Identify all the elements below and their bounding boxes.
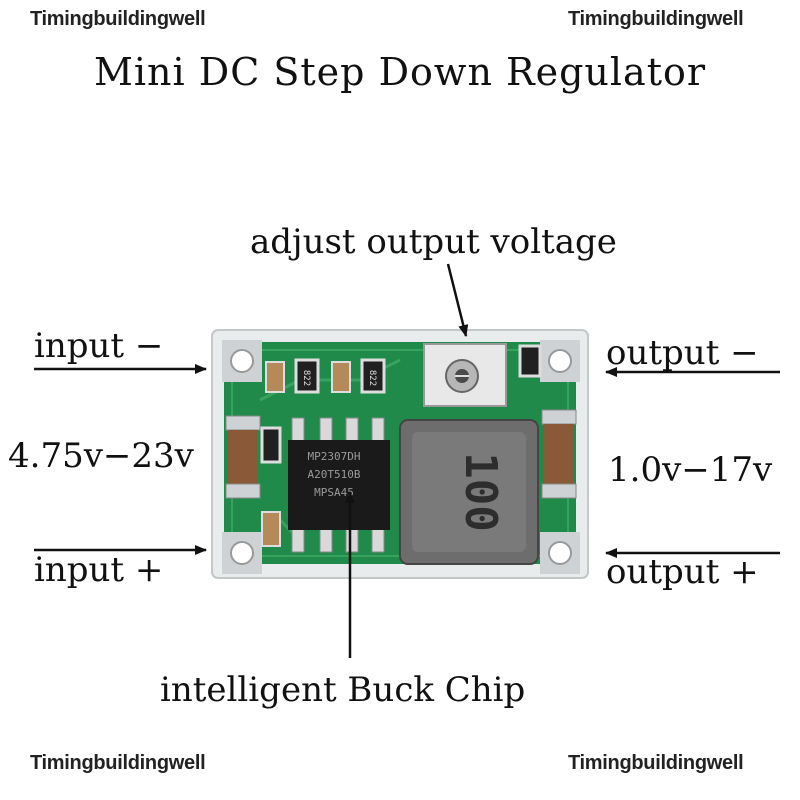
label-input-plus: input + <box>34 550 164 590</box>
inductor-code: 100 <box>455 452 506 531</box>
resistor-code-1: 822 <box>301 370 311 386</box>
label-output-minus: output − <box>606 333 759 373</box>
label-output-plus: output + <box>606 552 759 592</box>
chip-text-line-2: A20T510B <box>308 468 361 481</box>
buck-chip: MP2307DH A20T510B MPSA45 <box>288 417 390 553</box>
resistor-code-2: 822 <box>367 370 377 386</box>
smd-components: 822 822 <box>260 344 542 547</box>
label-output-voltage-range: 1.0v−17v <box>608 450 773 490</box>
chip-text-line-1: MP2307DH <box>308 450 361 463</box>
output-capacitor <box>541 409 577 499</box>
label-buck-chip: intelligent Buck Chip <box>160 670 526 710</box>
potentiometer <box>423 343 507 407</box>
inductor: 100 <box>399 419 539 565</box>
arrow-adjust <box>446 263 469 337</box>
page-title: Mini DC Step Down Regulator <box>93 50 707 94</box>
label-input-minus: input − <box>34 326 164 366</box>
chip-text-line-3: MPSA45 <box>314 486 354 499</box>
watermark-bottom-right: Timingbuildingwell <box>568 752 744 774</box>
input-capacitor <box>225 415 261 499</box>
watermark-top-left: Timingbuildingwell <box>30 8 206 30</box>
corner-pads <box>222 340 580 574</box>
label-adjust-output-voltage: adjust output voltage <box>250 222 617 262</box>
watermark-top-right: Timingbuildingwell <box>568 8 744 30</box>
label-input-voltage-range: 4.75v−23v <box>8 436 194 476</box>
watermark-bottom-left: Timingbuildingwell <box>30 752 206 774</box>
